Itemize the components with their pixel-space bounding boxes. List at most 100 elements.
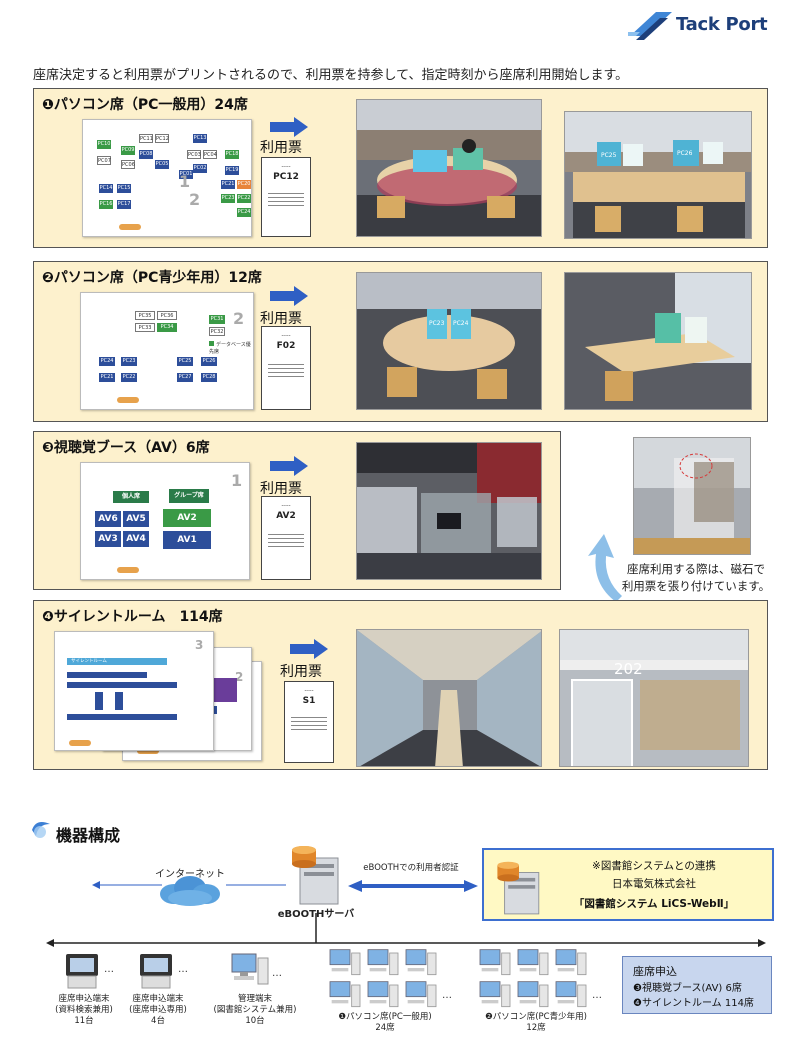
seat-map-1: PC11 PC12 PC13 PC10 PC09 PC08 PC07 PC06 … [82,119,252,237]
section-av-booth: ❸視聴覚ブース（AV）6席 1 個人席 グループ席 AV6 AV5 AV3 AV… [33,431,561,590]
photo-label: PC25 [601,152,617,159]
photo-label: PC26 [677,150,693,157]
ticket-code: S1 [302,696,316,706]
photo-pc-desk-row: PC25 PC26 [564,111,752,239]
device-label: ❶パソコン席(PC一般用)24席 [338,1012,432,1033]
photo-label: PC24 [453,320,469,327]
seat-PC19: PC19 [225,166,239,175]
section-pc-general: ❶パソコン席（PC一般用）24席 PC11 PC12 PC13 PC10 PC0… [33,88,768,248]
desktop-pc-icon [555,949,587,976]
seat-PC36: PC36 [157,311,177,320]
left-arrow-icon [92,881,162,889]
desktop-pc-icon [231,953,269,985]
ticket-slip: ----- AV2 [261,496,311,580]
seat-map-3: 1 個人席 グループ席 AV6 AV5 AV3 AV4 AV2 AV1 [80,462,250,580]
logo-mark-icon [628,12,672,40]
photo-pc-youth-round: PC23 PC24 [356,272,542,410]
ticket-label: 利用票 [280,664,322,680]
equipment-title: 機器構成 [56,826,121,845]
desktop-pc-icon [329,949,361,976]
photo-magnet-ticket [633,437,751,555]
back-button [117,567,139,573]
more-dots: … [178,964,188,975]
section-title: ❸視聴覚ブース（AV）6席 [42,440,210,456]
seat-PC08: PC08 [139,150,153,159]
seat-PC15: PC15 [117,184,131,193]
device-label: 座席申込端末(座席申込専用)4台 [129,994,187,1026]
seat-PC25: PC25 [177,357,193,366]
seat-PC03: PC03 [187,150,201,159]
seat-PC01: PC01 [179,170,193,179]
seat-AV2: AV2 [163,509,211,527]
registration-title: 座席申込 [633,965,677,978]
desktop-pc-icon [405,981,437,1008]
seat-PC33: PC33 [135,323,155,332]
more-dots: … [104,964,114,975]
seat-PC04: PC04 [203,150,217,159]
desktop-pc-icon [329,981,361,1008]
back-button [117,397,139,403]
desktop-pc-icon [367,981,399,1008]
right-arrow-icon [290,639,328,659]
side-note: 座席利用する際は、磁石で 利用票を張り付けています。 [621,562,771,593]
seat-PC10: PC10 [97,140,111,149]
section-title: ❶パソコン席（PC一般用）24席 [42,97,248,113]
more-dots: … [442,990,452,1001]
intro-text: 座席決定すると利用票がプリントされるので、利用票を持参して、指定時刻から座席利用… [33,68,629,83]
seat-PC26: PC26 [201,357,217,366]
room-number: 202 [614,660,643,678]
desktop-pc-icon [479,981,511,1008]
device-label: 管理端末(図書館システム兼用)10台 [213,994,297,1026]
network-line [46,939,766,947]
desktop-pc-icon [517,981,549,1008]
right-arrow-icon [270,286,308,306]
seat-PC07: PC07 [97,156,111,165]
seat-AV6: AV6 [95,511,121,527]
seat-PC27: PC27 [177,373,193,382]
seat-PC31: PC31 [209,315,225,324]
ticket-slip: ----- PC12 [261,157,311,237]
seat-PC32: PC32 [209,327,225,336]
library-line: 「図書館システム LiCS-WebⅡ」 [573,898,735,910]
seat-PC17: PC17 [117,200,131,209]
ticket-code: F02 [276,341,296,351]
floor-label: 1 [231,471,243,490]
server-icon [292,846,339,905]
registration-item: ❹サイレントルーム 114席 [633,998,754,1009]
photo-av-booth [356,442,542,580]
back-button [119,224,141,230]
seat-map-2: PC35 PC36 PC33 PC34 PC31 PC32 PC24 PC23 … [80,292,254,410]
internet-label: インターネット [155,869,225,880]
ticket-label: 利用票 [260,481,302,497]
legend-text: データベース優先席 [209,341,251,355]
seat-PC02: PC02 [193,164,207,173]
section-title: ❷パソコン席（PC青少年用）12席 [42,270,262,286]
photo-silent-room-corridor [356,629,542,767]
more-dots: … [592,990,602,1001]
seat-PC28: PC28 [201,373,217,382]
photo-silent-room-202: 202 [559,629,749,767]
ticket-code: PC12 [273,172,299,182]
seat-map-4-floor-3: 3 サイレントルーム [54,631,214,751]
section-bullet-icon [32,822,50,838]
library-system-box: ※図書館システムとの連携 日本電気株式会社 「図書館システム LiCS-WebⅡ… [482,848,774,921]
seat-PC16: PC16 [99,200,113,209]
ticket-label: 利用票 [260,311,302,327]
library-line: ※図書館システムとの連携 [592,860,716,872]
device-label: 座席申込端末(資料検索兼用)11台 [55,994,113,1026]
seat-AV4: AV4 [123,531,149,547]
library-line: 日本電気株式会社 [612,878,696,890]
seat-PC14: PC14 [99,184,113,193]
ticket-slip: ----- S1 [284,681,334,763]
desktop-pc-icon [517,949,549,976]
seat-PC21: PC21 [221,180,235,189]
group-seat-label: グループ席 [169,489,209,503]
seat-PC22: PC22 [121,373,137,382]
ticket-slip: ----- F02 [261,326,311,410]
curved-arrow-icon [588,534,622,602]
floor-label: 1 [179,172,191,191]
section-pc-youth: ❷パソコン席（PC青少年用）12席 PC35 PC36 PC33 PC34 PC… [33,261,768,422]
seat-PC20: PC20 [237,180,251,189]
double-arrow-icon [348,880,478,892]
seat-PC09: PC09 [121,146,135,155]
